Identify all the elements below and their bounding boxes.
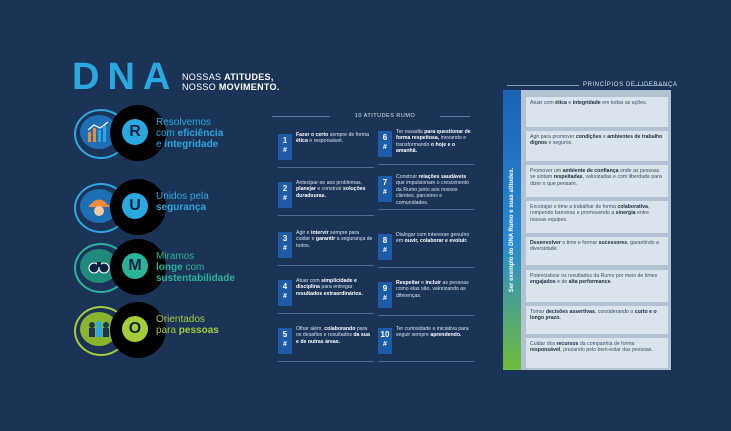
attitude-item: 3# Agir e intervir sempre para cuidar e …	[278, 226, 374, 266]
value-row-r: R Resolvemos com eficiência e integridad…	[70, 105, 290, 161]
attitude-item: 4# Atuar com simplicidade e disciplina p…	[278, 274, 374, 314]
letter-m: M	[122, 253, 148, 279]
attitude-item: 8# Dialogar com interesse genuíno em ouv…	[378, 228, 474, 268]
letter-o: O	[122, 316, 148, 342]
leadership-item: Cuidar dos recursos da companhia de form…	[526, 338, 668, 368]
leadership-item: Atuar com ética e integridade em todas a…	[526, 97, 668, 127]
attitudes-title: 10 ATITUDES RUMO	[354, 113, 416, 119]
value-text-u: Unidos pela segurança	[156, 191, 209, 213]
dna-logo: DNA	[72, 56, 179, 98]
attitude-item: 1# Fazer o certo sempre de forma ética e…	[278, 128, 374, 168]
value-text-m: Miramos longe com sustentabilidade	[156, 251, 235, 284]
value-row-m: M Miramos longe com sustentabilidade	[70, 239, 290, 295]
value-row-u: U Unidos pela segurança	[70, 179, 290, 235]
attitude-item: 10# Ter curiosidade e iniciativa para se…	[378, 322, 474, 362]
leadership-item: Tomar decisões assertivas, considerando …	[526, 306, 668, 334]
leadership-item: Encorajar o time a trabalhar de forma co…	[526, 201, 668, 233]
attitude-item: 2# Antecipar-se aos problemas, planejar …	[278, 176, 374, 216]
leadership-item: Desenvolver o time e formar sucessores, …	[526, 237, 668, 265]
value-text-r: Resolvemos com eficiência e integridade	[156, 117, 224, 150]
value-row-o: O Orientados para pessoas	[70, 302, 290, 358]
tagline: NOSSAS ATITUDES, NOSSO MOVIMENTO.	[182, 72, 280, 92]
leadership-strip-label: Ser exemplo do DNA Rumo e suas atitudes.	[509, 167, 515, 293]
attitude-item: 6# Ter ousadia para questionar de forma …	[378, 125, 474, 165]
attitude-item: 5# Olhar além, colaborando para os desaf…	[278, 322, 374, 362]
attitude-item: 7# Construir relações saudáveis que impu…	[378, 170, 474, 210]
leadership-title: PRINCÍPIOS DE LIDERANÇA	[583, 82, 678, 88]
attitude-item: 9# Respeitar e incluir as pessoas como e…	[378, 276, 474, 316]
letter-r: R	[122, 119, 148, 145]
letter-u: U	[122, 193, 148, 219]
value-text-o: Orientados para pessoas	[156, 314, 219, 336]
leadership-item: Promover um ambiente de confiança onde a…	[526, 165, 668, 197]
leadership-item: Potencializar os resultados da Rumo por …	[526, 270, 668, 302]
leadership-item: Agir para promover condições e ambientes…	[526, 131, 668, 161]
